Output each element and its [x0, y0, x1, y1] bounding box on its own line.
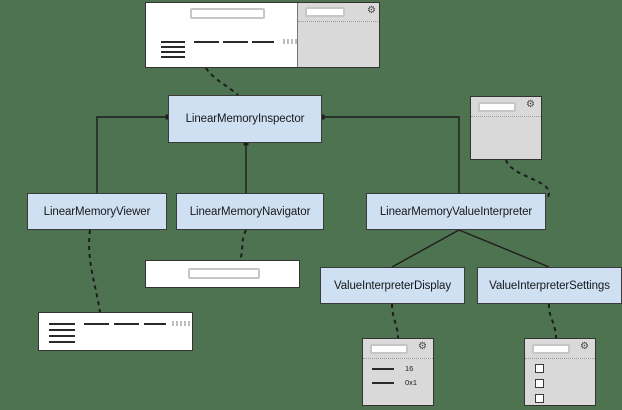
node-label: ValueInterpreterDisplay	[333, 279, 452, 292]
node-label: ValueInterpreterSettings	[489, 279, 610, 292]
edge-screenshot-viewer	[88, 229, 101, 313]
node-value-interpreter-display[interactable]: ValueInterpreterDisplay	[320, 267, 465, 304]
node-linear-memory-navigator[interactable]: LinearMemoryNavigator	[176, 193, 324, 230]
gear-icon[interactable]: ⚙	[367, 5, 376, 16]
value-interpreter-panel: ⚙	[297, 3, 379, 67]
node-value-interpreter-settings[interactable]: ValueInterpreterSettings	[477, 267, 622, 304]
value-hex: 0x1	[405, 378, 418, 387]
byte-group	[223, 41, 248, 43]
tab-pill	[478, 102, 516, 112]
panel-divider	[298, 21, 379, 22]
gear-icon[interactable]: ⚙	[526, 99, 535, 110]
edge-screenshot-display	[391, 303, 399, 339]
value-interpreter-display-screenshot[interactable]: ⚙ 16 0x1	[362, 338, 434, 406]
address-line	[49, 329, 75, 331]
edge-screenshot-navigator	[239, 229, 247, 261]
value-label-line	[372, 382, 394, 384]
byte-group	[114, 323, 139, 325]
tab-pill	[532, 344, 570, 354]
address-input-pill	[188, 268, 260, 279]
address-line	[161, 41, 185, 43]
node-linear-memory-viewer[interactable]: LinearMemoryViewer	[27, 193, 167, 230]
node-linear-memory-inspector[interactable]: LinearMemoryInspector	[168, 95, 322, 143]
tab-pill	[305, 7, 345, 17]
value-interpreter-settings-screenshot[interactable]: ⚙	[524, 338, 596, 406]
linear-memory-navigator-screenshot[interactable]	[145, 260, 300, 288]
panel-divider	[525, 358, 595, 359]
address-line	[161, 46, 185, 48]
edge-screenshot-inspector	[205, 67, 239, 96]
address-line	[161, 56, 185, 58]
value-interpreter-panel-screenshot[interactable]: ⚙	[470, 96, 542, 160]
edge-inspector-viewer	[96, 116, 168, 193]
address-line	[49, 341, 75, 343]
node-linear-memory-value-interpreter[interactable]: LinearMemoryValueInterpreter	[366, 193, 546, 230]
panel-divider	[471, 116, 541, 117]
value-decimal: 16	[405, 364, 414, 373]
address-line	[161, 51, 185, 53]
address-line	[49, 323, 75, 325]
gear-icon[interactable]: ⚙	[418, 341, 427, 352]
settings-checkbox[interactable]	[535, 394, 544, 403]
linear-memory-viewer-screenshot[interactable]	[38, 312, 193, 351]
settings-checkbox[interactable]	[535, 364, 544, 373]
byte-group	[194, 41, 219, 43]
node-label: LinearMemoryInspector	[185, 113, 305, 125]
edge-interpreter-settings	[458, 229, 550, 268]
edge-inspector-value-interpreter	[322, 116, 460, 193]
node-label: LinearMemoryValueInterpreter	[379, 205, 533, 218]
ascii-column	[172, 321, 192, 326]
byte-group	[84, 323, 109, 325]
byte-group	[144, 323, 166, 325]
value-label-line	[372, 368, 394, 370]
tab-pill	[370, 344, 408, 354]
address-line	[49, 335, 75, 337]
node-label: LinearMemoryNavigator	[189, 205, 311, 218]
settings-checkbox[interactable]	[535, 379, 544, 388]
byte-group	[252, 41, 274, 43]
edge-screenshot-interpreter	[505, 159, 550, 198]
edge-screenshot-settings	[547, 303, 557, 339]
linear-memory-inspector-screenshot[interactable]: ⚙	[145, 2, 380, 68]
gear-icon[interactable]: ⚙	[580, 341, 589, 352]
node-label: LinearMemoryViewer	[43, 205, 151, 218]
panel-divider	[363, 358, 433, 359]
edge-interpreter-display	[391, 229, 460, 268]
address-input-pill	[190, 8, 265, 19]
